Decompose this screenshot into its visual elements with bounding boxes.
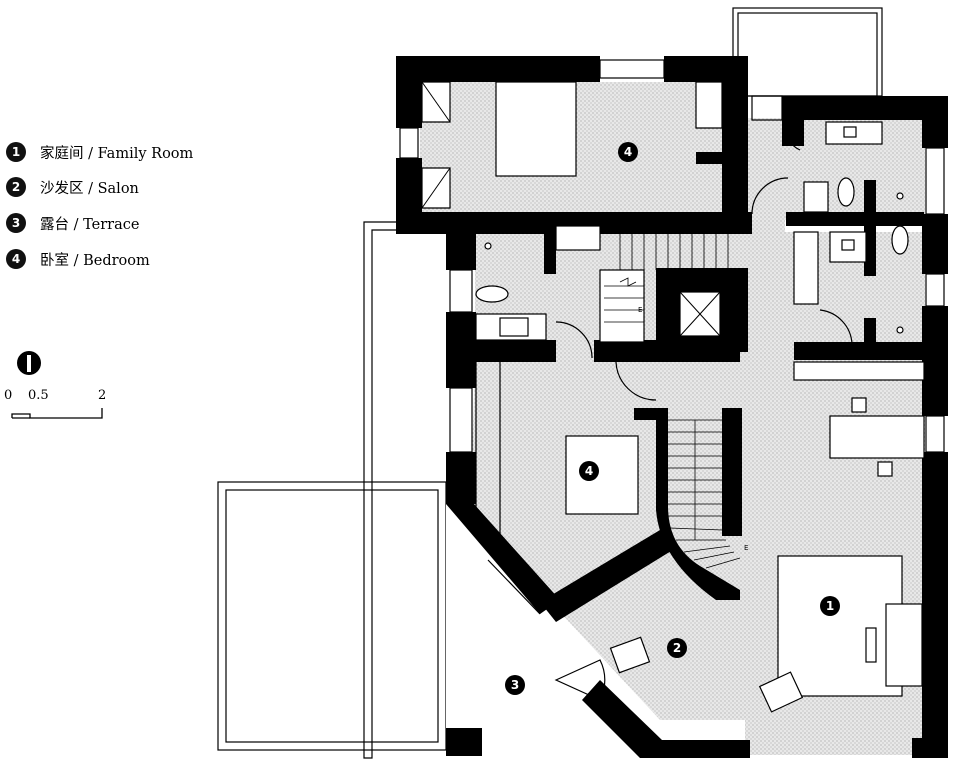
- legend-item-bedroom: 4 卧室 / Bedroom: [6, 247, 150, 271]
- legend-item-salon: 2 沙发区 / Salon: [6, 175, 139, 199]
- outdoor-frames: [217, 7, 883, 759]
- windows: [399, 59, 945, 615]
- central-stair: E: [668, 419, 748, 569]
- left-bathroom-fixtures: [475, 242, 547, 341]
- room-label-terrace: 3: [505, 675, 525, 695]
- door-swings: [554, 121, 853, 701]
- bathroom-fixtures: [793, 121, 909, 334]
- stair-up-mark: E: [638, 306, 642, 314]
- room-label-family-room: 1: [820, 596, 840, 616]
- family-room-furniture: [758, 361, 925, 713]
- legend-label: 沙发区 / Salon: [40, 180, 139, 197]
- salon-chair: [609, 636, 651, 674]
- legend-item-terrace: 3 露台 / Terrace: [6, 211, 139, 235]
- scale-bar: 0 0.5 2: [0, 388, 120, 424]
- scale-label-half: 0.5: [28, 388, 49, 403]
- svg-text:3: 3: [511, 678, 519, 692]
- scale-bar-graphic: [11, 408, 103, 419]
- svg-text:4: 4: [585, 464, 593, 478]
- legend-number-badge: 4: [6, 249, 26, 269]
- legend-number-badge: 3: [6, 213, 26, 233]
- bedroom-top-furniture: [421, 81, 726, 209]
- legend-label: 露台 / Terrace: [40, 216, 140, 233]
- svg-text:2: 2: [673, 641, 681, 655]
- scale-label-0: 0: [4, 388, 13, 403]
- legend-number-badge: 2: [6, 177, 26, 197]
- stair-up-mark: E: [744, 544, 748, 552]
- legend-label: 家庭间 / Family Room: [40, 145, 194, 162]
- svg-text:4: 4: [624, 145, 632, 159]
- svg-text:1: 1: [826, 599, 834, 613]
- scale-label-2: 2: [98, 388, 107, 403]
- bedroom-mid-box: [565, 435, 639, 515]
- legend-label: 卧室 / Bedroom: [40, 252, 150, 269]
- legend: 1 家庭间 / Family Room 2 沙发区 / Salon 3 露台 /…: [0, 0, 240, 440]
- room-label-salon: 2: [667, 638, 687, 658]
- room-label-bedroom-top: 4: [618, 142, 638, 162]
- legend-item-family-room: 1 家庭间 / Family Room: [6, 140, 193, 164]
- legend-number-badge: 1: [6, 142, 26, 162]
- room-label-bedroom-mid: 4: [579, 461, 599, 481]
- north-arrow-icon: [17, 351, 41, 375]
- upper-stair: E: [555, 225, 740, 343]
